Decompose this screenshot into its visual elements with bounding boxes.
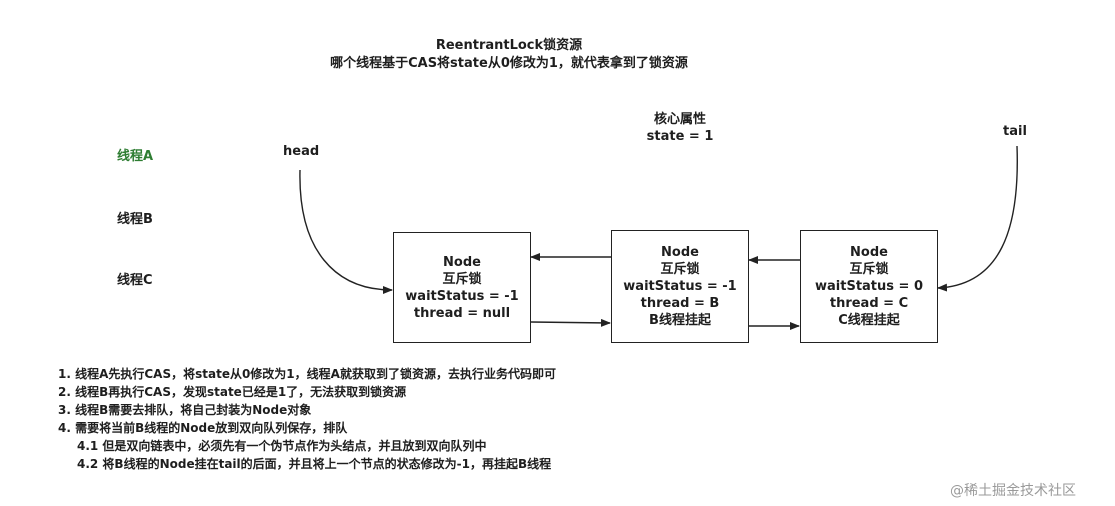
head-pointer-label: head [283, 144, 320, 159]
diagram-subtitle: 哪个线程基于CAS将state从0修改为1，就代表拿到了锁资源 [330, 56, 688, 71]
tail-arrow [937, 145, 1018, 292]
node-title: Node [850, 245, 888, 260]
node-thread-c: Node 互斥锁 waitStatus = 0 thread = C C线程挂起 [800, 230, 938, 343]
node-head-dummy: Node 互斥锁 waitStatus = -1 thread = null [393, 232, 531, 343]
node-lock-type: 互斥锁 [849, 262, 889, 277]
node-lock-type: 互斥锁 [660, 262, 700, 277]
node-thread: thread = B [640, 296, 720, 311]
watermark: @稀土掘金技术社区 [950, 483, 1076, 499]
node-extra: B线程挂起 [649, 313, 711, 328]
step-1: 1. 线程A先执行CAS，将state从0修改为1，线程A就获取到了锁资源，去执… [58, 367, 556, 381]
node-lock-type: 互斥锁 [442, 271, 482, 287]
node-extra: C线程挂起 [838, 313, 900, 328]
next-arrow-1-to-2 [530, 318, 611, 327]
thread-a-label: 线程A [117, 149, 154, 164]
node-title: Node [443, 254, 481, 270]
step-4: 4. 需要将当前B线程的Node放到双向队列保存，排队 [58, 421, 348, 435]
core-state-value: state = 1 [646, 129, 714, 144]
node-thread: thread = null [413, 305, 511, 321]
node-wait-status: waitStatus = -1 [623, 279, 737, 294]
step-2: 2. 线程B再执行CAS，发现state已经是1了，无法获取到锁资源 [58, 385, 407, 399]
diagram-title: ReentrantLock锁资源 [435, 38, 583, 53]
core-attribute-label: 核心属性 [653, 112, 706, 127]
step-4-1: 4.1 但是双向链表中，必须先有一个伪节点作为头结点，并且放到双向队列中 [77, 439, 487, 453]
step-3: 3. 线程B需要去排队，将自己封装为Node对象 [58, 403, 312, 417]
head-arrow [299, 169, 393, 294]
node-wait-status: waitStatus = -1 [405, 288, 519, 304]
node-title: Node [661, 245, 699, 260]
node-thread: thread = C [829, 296, 909, 311]
thread-c-label: 线程C [117, 273, 153, 288]
tail-pointer-label: tail [1003, 124, 1027, 139]
step-4-2: 4.2 将B线程的Node挂在tail的后面，并且将上一个节点的状态修改为-1，… [77, 457, 552, 471]
node-wait-status: waitStatus = 0 [815, 279, 923, 294]
thread-b-label: 线程B [117, 212, 153, 227]
node-thread-b: Node 互斥锁 waitStatus = -1 thread = B B线程挂… [611, 230, 749, 343]
